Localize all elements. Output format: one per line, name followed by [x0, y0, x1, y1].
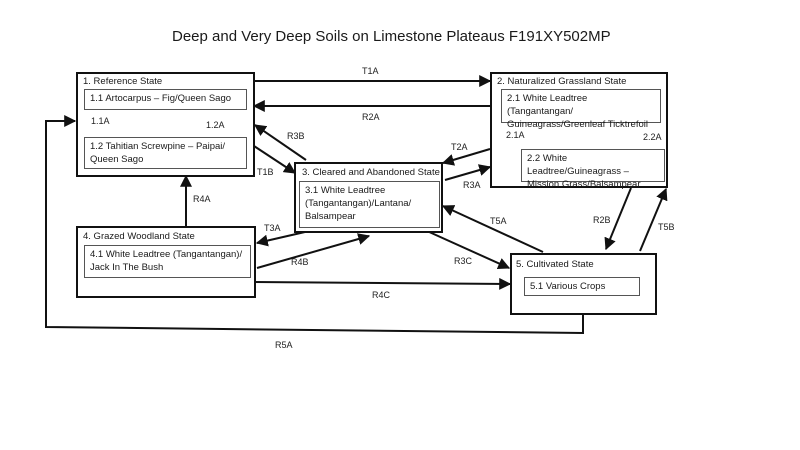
phase-2-2[interactable]: 2.2 White Leadtree/Guineagrass – Mission… [521, 149, 665, 190]
arrow-r4c [253, 277, 512, 290]
arrow-r3b [254, 124, 307, 161]
arrow-r3a [444, 164, 492, 181]
state-cleared-abandoned[interactable]: 3. Cleared and Abandoned State 3.1 White… [294, 162, 443, 233]
arrow-r2b [604, 187, 632, 251]
state-title: 4. Grazed Woodland State [83, 231, 195, 242]
arrow-t5a [441, 205, 544, 253]
phase-4-1[interactable]: 4.1 White Leadtree (Tangantangan)/ Jack … [84, 245, 251, 278]
phase-5-1[interactable]: 5.1 Various Crops [524, 277, 640, 296]
pathway-label-1-1a: 1.1A [91, 116, 110, 126]
transition-label-r5a: R5A [275, 340, 293, 350]
pathway-label-2-2a: 2.2A [643, 132, 662, 142]
transition-label-t5a: T5A [490, 216, 507, 226]
phase-1-2[interactable]: 1.2 Tahitian Screwpine – Paipai/ Queen S… [84, 137, 247, 169]
phase-3-1[interactable]: 3.1 White Leadtree (Tangantangan)/Lantan… [299, 181, 440, 228]
arrow-r3c [426, 230, 511, 270]
state-reference[interactable]: 1. Reference State 1.1 Artocarpus – Fig/… [76, 72, 255, 177]
arrow-r4b [256, 233, 371, 269]
transition-label-r3a: R3A [463, 180, 481, 190]
state-title: 1. Reference State [83, 76, 163, 87]
arrow-t2a [441, 148, 491, 166]
transition-label-t1a: T1A [362, 66, 379, 76]
phase-1-1[interactable]: 1.1 Artocarpus – Fig/Queen Sago [84, 89, 247, 110]
transition-label-r3c: R3C [454, 256, 473, 266]
phase-2-1[interactable]: 2.1 White Leadtree (Tangantangan/ Guinea… [501, 89, 661, 130]
transition-label-r4c: R4C [372, 290, 391, 300]
transition-label-r2a: R2A [362, 112, 380, 122]
state-title: 5. Cultivated State [516, 259, 594, 270]
arrow-t1b [253, 145, 297, 174]
transition-label-r3b: R3B [287, 131, 305, 141]
state-cultivated[interactable]: 5. Cultivated State 5.1 Various Crops [510, 253, 657, 315]
transition-label-t2a: T2A [451, 142, 468, 152]
transition-label-t5b: T5B [658, 222, 675, 232]
arrow-t5b [639, 187, 668, 252]
arrow-r5a [45, 115, 584, 335]
transition-label-r4a: R4A [193, 194, 211, 204]
pathway-label-2-1a: 2.1A [506, 130, 525, 140]
diagram-title: Deep and Very Deep Soils on Limestone Pl… [172, 28, 611, 45]
state-naturalized-grassland[interactable]: 2. Naturalized Grassland State 2.1 White… [490, 72, 668, 190]
transition-label-t1b: T1B [257, 167, 274, 177]
pathway-label-1-2a: 1.2A [206, 120, 225, 130]
transition-label-r4b: R4B [291, 257, 309, 267]
state-grazed-woodland[interactable]: 4. Grazed Woodland State 4.1 White Leadt… [76, 226, 256, 298]
state-title: 3. Cleared and Abandoned State [302, 167, 440, 178]
transition-label-t3a: T3A [264, 223, 281, 233]
transition-label-r2b: R2B [593, 215, 611, 225]
state-title: 2. Naturalized Grassland State [497, 76, 627, 87]
